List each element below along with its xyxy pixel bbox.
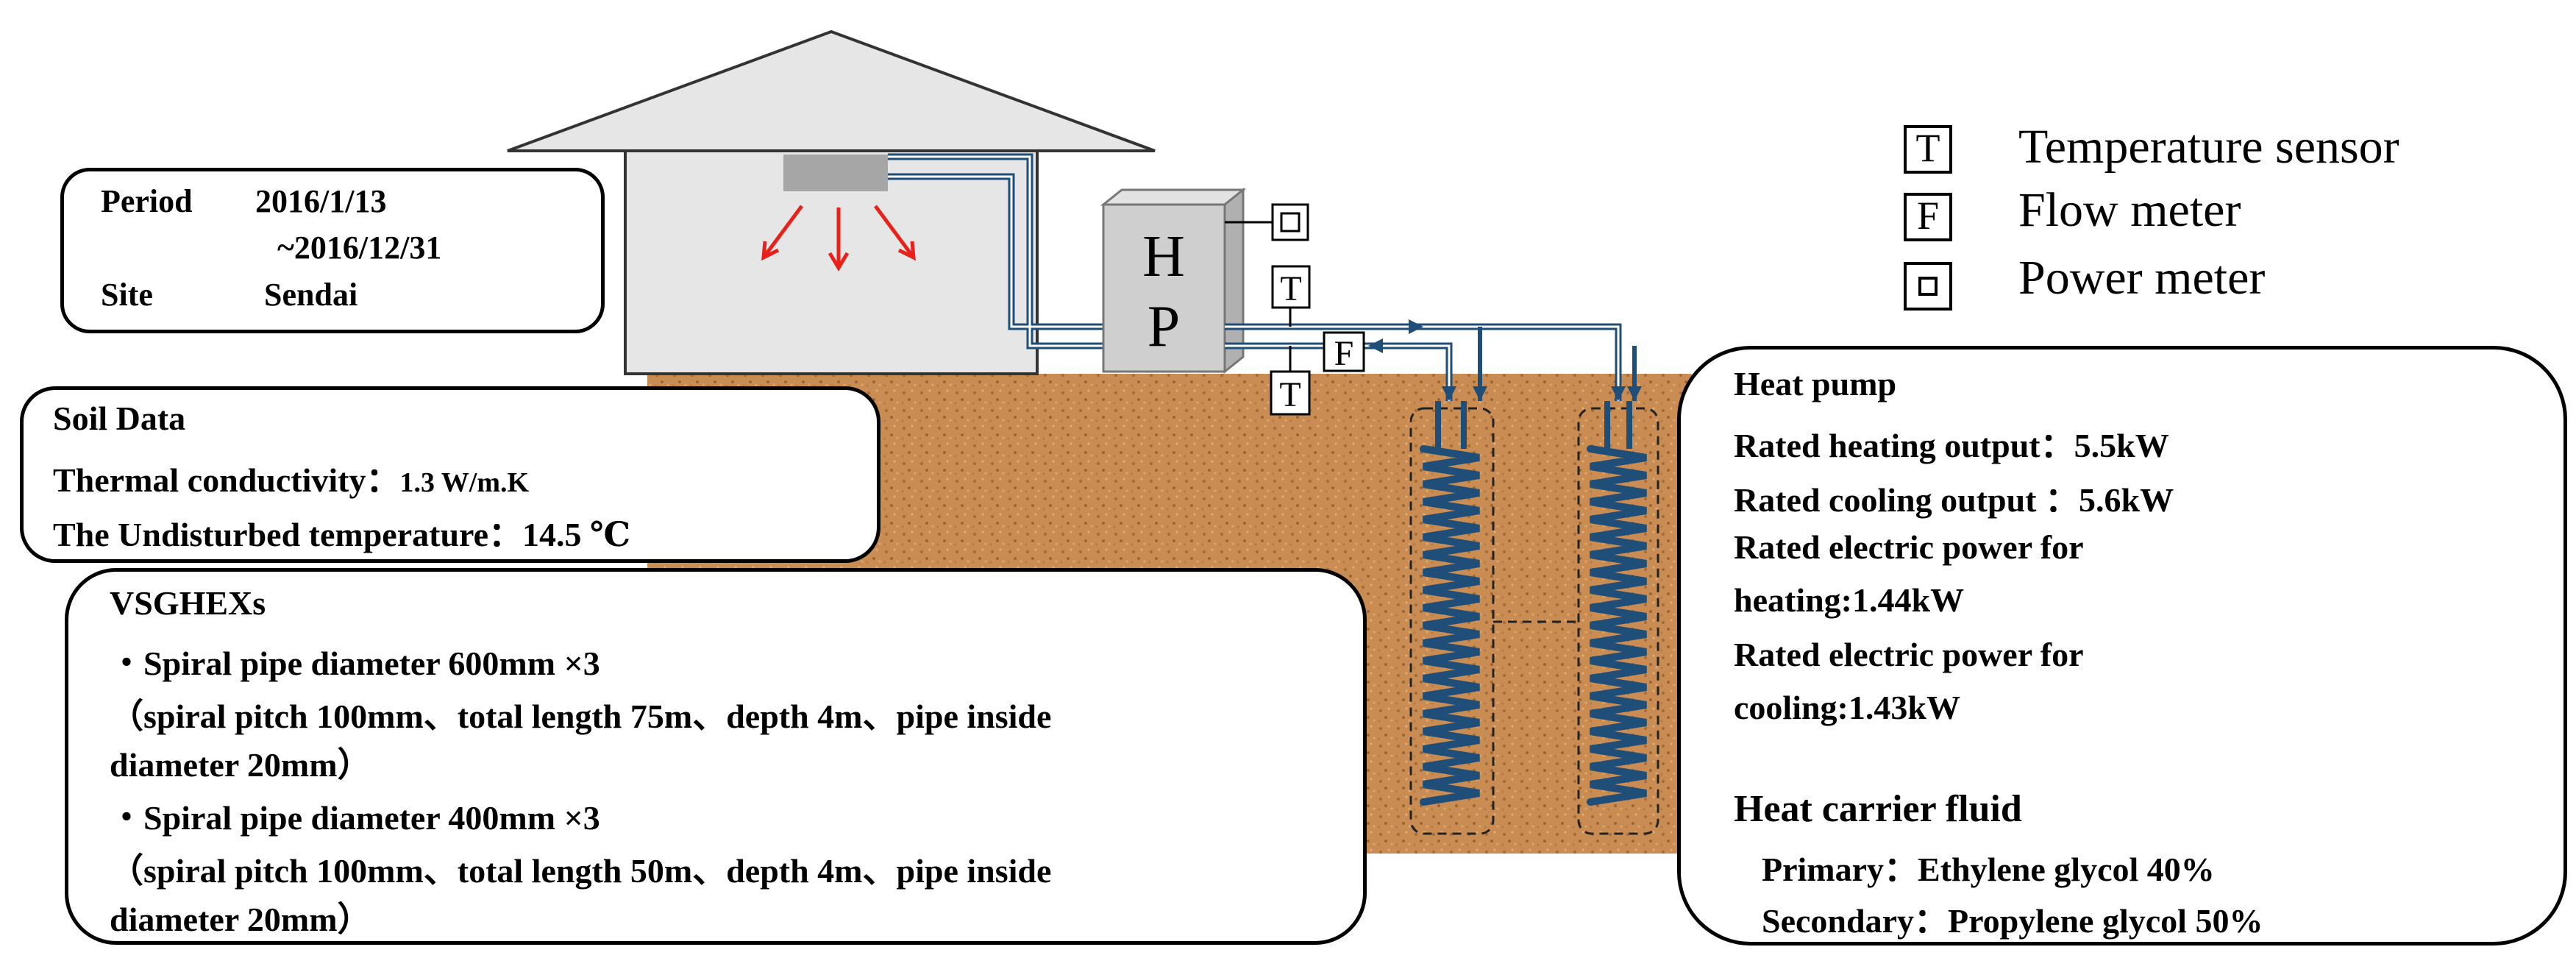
fluid-title: Heat carrier fluid — [1734, 788, 2022, 830]
temperature-sensor-upper: T — [1271, 265, 1311, 327]
spiral-heat-exchangers — [1420, 445, 1647, 806]
flow-arrows — [1368, 319, 1642, 401]
heatpump-line-1: Rated heating output：5.5kW — [1734, 427, 2169, 464]
temperature-value: 14.5 ℃ — [522, 516, 631, 553]
heat-pump-unit: H P — [1100, 187, 1247, 375]
soil-temperature: The Undisturbed temperature：14.5 ℃ — [53, 508, 630, 556]
legend-label-flow: Flow meter — [2018, 183, 2241, 237]
house — [507, 29, 1156, 375]
f-marker-label: F — [1334, 334, 1354, 373]
temperature-label: The Undisturbed temperature： — [53, 516, 523, 553]
soil-title: Soil Data — [53, 400, 186, 437]
spiral-coil — [1587, 445, 1647, 806]
temperature-sensor-lower: T — [1270, 346, 1311, 416]
vsghex-box: VSGHEXs ・Spiral pipe diameter 600mm ×3 （… — [65, 568, 1367, 945]
period-label: Period — [101, 183, 193, 219]
vsghex-line-4: ・Spiral pipe diameter 400mm ×3 — [110, 799, 600, 837]
indoor-unit — [783, 155, 888, 191]
vsghex-line-2: （spiral pitch 100mm、total length 75m、dep… — [110, 698, 1052, 735]
heatpump-line-2: Rated cooling output ：5.6kW — [1734, 481, 2174, 519]
vsghex-line-5: （spiral pitch 100mm、total length 50m、dep… — [110, 852, 1052, 890]
legend-t-symbol: T — [1915, 126, 1940, 170]
conductivity-value: 1.3 W/m.K — [399, 467, 530, 498]
legend-label-temperature: Temperature sensor — [2018, 120, 2399, 174]
fluid-primary: Primary：Ethylene glycol 40% — [1762, 851, 2215, 888]
vsghex-line-1: ・Spiral pipe diameter 600mm ×3 — [110, 645, 600, 682]
heatpump-line-4: heating:1.44kW — [1734, 581, 1965, 619]
hp-label-p: P — [1148, 294, 1181, 359]
heat-pump-box: Heat pump Rated heating output：5.5kW Rat… — [1677, 346, 2567, 946]
power-meter-icon — [1904, 262, 1952, 311]
conductivity-label: Thermal conductivity： — [53, 461, 400, 499]
period-site-box: Period 2016/1/13 ~2016/12/31 Site Sendai — [60, 168, 605, 333]
fluid-secondary: Secondary：Propylene glycol 50% — [1762, 902, 2263, 940]
vsghex-line-3: diameter 20mm） — [110, 746, 371, 784]
legend: T Temperature sensor F Flow meter Power … — [1904, 120, 2566, 324]
legend-item-temperature: T Temperature sensor — [1904, 120, 2566, 184]
heatpump-line-5: Rated electric power for — [1734, 636, 2084, 673]
legend-item-power: Power meter — [1904, 251, 2566, 321]
legend-label-power: Power meter — [2018, 251, 2266, 305]
heatpump-line-6: cooling:1.43kW — [1734, 689, 1960, 726]
f-box-icon: F — [1904, 193, 1952, 241]
site-value: Sendai — [264, 277, 358, 313]
house-roof — [507, 29, 1156, 152]
vsghex-title: VSGHEXs — [110, 584, 266, 622]
t-box-icon: T — [1904, 125, 1952, 174]
period-start: 2016/1/13 — [255, 183, 387, 219]
soil-conductivity: Thermal conductivity：1.3 W/m.K — [53, 453, 529, 502]
soil-data-box: Soil Data Thermal conductivity：1.3 W/m.K… — [20, 386, 880, 563]
t-lower-label: T — [1279, 375, 1301, 414]
site-label: Site — [101, 277, 153, 313]
heatpump-title: Heat pump — [1734, 365, 1897, 402]
period-end: ~2016/12/31 — [277, 230, 442, 266]
t-upper-label: T — [1280, 269, 1301, 308]
warm-air-arrows — [761, 205, 916, 272]
borehole-outlines — [1409, 407, 1659, 835]
heatpump-line-3: Rated electric power for — [1734, 528, 2084, 566]
spiral-coil — [1420, 445, 1480, 806]
vsghex-line-6: diameter 20mm） — [110, 901, 371, 938]
hp-label-h: H — [1142, 224, 1185, 289]
legend-f-symbol: F — [1916, 194, 1940, 238]
legend-item-flow: F Flow meter — [1904, 183, 2566, 252]
power-meter-icon — [1225, 203, 1309, 241]
flow-meter-marker: F — [1323, 331, 1365, 373]
